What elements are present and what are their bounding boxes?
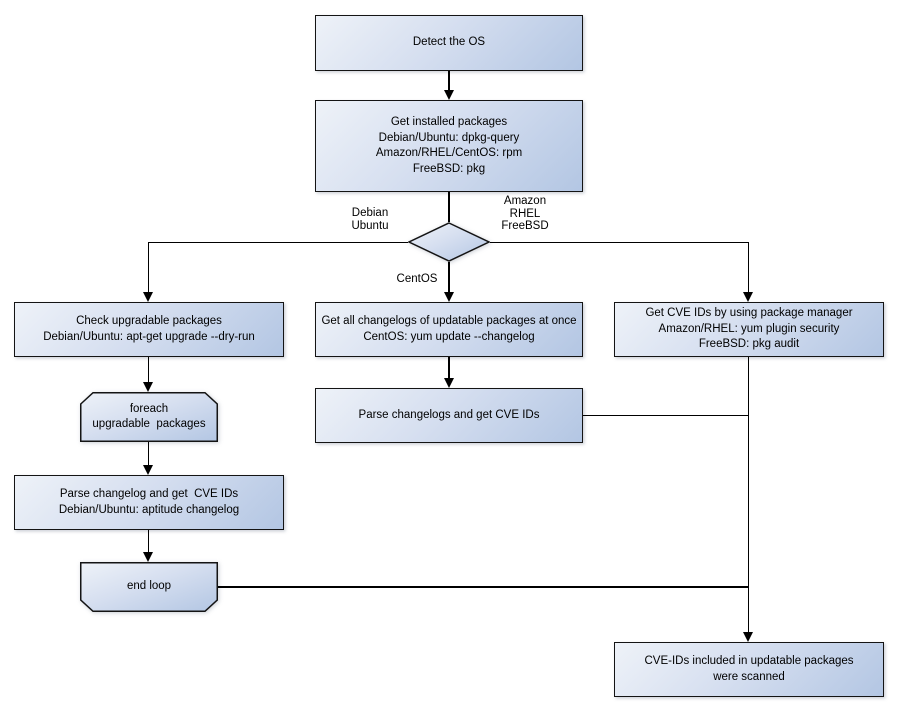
edge-decision-left-vertical — [147, 242, 149, 292]
arrowhead-into-end-loop — [142, 552, 153, 562]
edge-parse-to-endloop — [147, 530, 149, 552]
node-detect-os: Detect the OS — [315, 15, 583, 71]
arrowhead-into-check-upgradable — [142, 292, 153, 302]
branch-label-amazon-rhel-freebsd: Amazon RHEL FreeBSD — [501, 195, 549, 232]
node-parse-changelogs-mid: Parse changelogs and get CVE IDs — [315, 388, 583, 443]
node-parse-changelog-left: Parse changelog and get CVE IDs Debian/U… — [14, 475, 284, 530]
loop-start-shape — [80, 392, 218, 442]
edge-right-vertical-to-result — [747, 357, 749, 632]
diamond-icon — [408, 222, 490, 262]
loop-end-shape — [80, 562, 218, 612]
edge-changelogs-to-parse-mid — [448, 357, 450, 378]
node-get-installed-packages: Get installed packages Debian/Ubuntu: dp… — [315, 100, 583, 192]
arrowhead-into-parse-left — [142, 465, 153, 475]
arrowhead-into-foreach — [142, 382, 153, 392]
arrowhead-into-get-installed — [443, 90, 454, 100]
arrowhead-into-parse-mid — [443, 378, 454, 388]
edge-end-loop-to-right-line — [218, 586, 748, 588]
edge-decision-right-horizontal — [490, 241, 748, 243]
edge-installed-to-decision — [448, 192, 450, 222]
edge-decision-right-vertical — [747, 242, 749, 292]
branch-label-centos: CentOS — [396, 273, 438, 285]
edge-parse-mid-to-right-line — [583, 414, 748, 416]
arrowhead-into-scanned-result — [742, 632, 753, 642]
edge-decision-down-vertical — [448, 262, 450, 292]
end-loop-label: end loop — [126, 580, 172, 593]
arrowhead-into-get-all-changelogs — [443, 292, 454, 302]
node-end-loop: end loop — [80, 562, 218, 612]
edge-detect-to-installed — [448, 71, 450, 92]
branch-label-debian-ubuntu: Debian Ubuntu — [351, 207, 389, 232]
node-foreach-loop-start: foreach upgradable packages — [80, 392, 218, 442]
foreach-label: foreach upgradable packages — [92, 402, 206, 431]
edge-check-to-foreach — [147, 357, 149, 382]
edge-foreach-to-parse — [147, 442, 149, 465]
node-get-cve-ids-right: Get CVE IDs by using package manager Ama… — [614, 302, 884, 357]
edge-decision-left-horizontal — [148, 241, 408, 243]
node-scanned-result: CVE-IDs included in updatable packages w… — [614, 642, 884, 697]
node-get-all-changelogs: Get all changelogs of updatable packages… — [315, 302, 583, 357]
node-check-upgradable-packages: Check upgradable packages Debian/Ubuntu:… — [14, 302, 284, 357]
arrowhead-into-get-cve-right — [742, 292, 753, 302]
node-os-decision-diamond — [408, 222, 490, 262]
